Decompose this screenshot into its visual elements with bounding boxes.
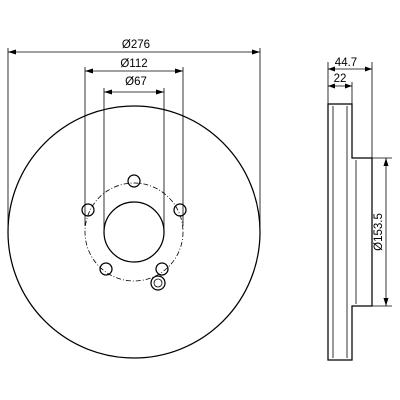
- locating-hole-inner: [153, 278, 163, 288]
- bolt-circle-diameter-label: Ø112: [120, 58, 147, 70]
- hat-diameter-label: Ø153.5: [373, 213, 385, 251]
- bolt-hole: [127, 174, 141, 188]
- total-thickness-label: 44.7: [335, 57, 357, 69]
- diameter-dimensions: Ø276 Ø112 Ø67: [7, 39, 261, 232]
- friction-ring-outline: [327, 103, 373, 361]
- front-view: [7, 105, 261, 359]
- side-view: [327, 62, 373, 361]
- bolt-circle: [84, 182, 184, 282]
- center-bore: [103, 201, 165, 263]
- bolt-hole: [99, 262, 113, 276]
- bolt-hole: [81, 203, 95, 217]
- side-dimensions: 44.7 22 Ø153.5: [328, 57, 392, 307]
- locating-hole-outer: [150, 275, 166, 291]
- bolt-hole: [173, 203, 187, 217]
- disc-thickness-label: 22: [334, 73, 347, 85]
- outer-disc-edge: [7, 105, 261, 359]
- outer-diameter-label: Ø276: [122, 39, 150, 51]
- center-bore-diameter-label: Ø67: [125, 76, 147, 88]
- bolt-hole: [155, 262, 169, 276]
